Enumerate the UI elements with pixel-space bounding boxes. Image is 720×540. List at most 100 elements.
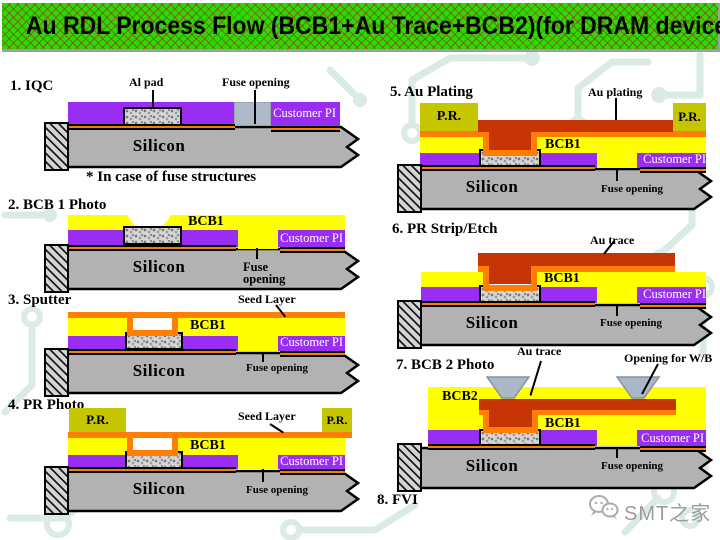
bcb1-layer xyxy=(178,318,345,336)
step8-label: 8. FVI xyxy=(377,492,418,508)
bcb1-layer xyxy=(420,137,483,153)
fuse-opening-label: Fuse xyxy=(243,260,268,274)
bcb1-layer xyxy=(421,272,483,287)
bcb1-layer xyxy=(178,438,345,455)
bcb1-label: BCB1 xyxy=(545,416,581,431)
fuse-pointer-line xyxy=(262,469,264,482)
au-trace-label: Au trace xyxy=(517,344,562,358)
wechat-icon xyxy=(589,495,619,519)
seed-layer xyxy=(420,131,706,137)
wafer-edge-hatch xyxy=(44,244,69,293)
silicon-label: Silicon xyxy=(132,136,186,155)
au-plating-pointer-line xyxy=(615,98,617,120)
fuse-opening-block xyxy=(234,102,271,126)
customer-pi-label: Customer PI xyxy=(280,454,343,468)
bcb1-label: BCB1 xyxy=(544,271,580,286)
silicon-label: Silicon xyxy=(132,479,186,498)
fuse-opening-label: Fuse opening xyxy=(601,183,664,195)
bcb1-layer xyxy=(537,272,706,287)
fuse-opening-label: Fuse opening xyxy=(601,460,664,472)
customer-pi-layer xyxy=(637,151,706,168)
au-trace-dip xyxy=(489,408,532,427)
pr-block-right: P.R. xyxy=(322,408,352,432)
seed-layer-dip xyxy=(483,131,537,156)
seed-layer xyxy=(68,312,345,318)
au-trace-dip xyxy=(489,264,531,284)
watermark-text: SMT之家 xyxy=(624,503,712,525)
fuse-pointer-line xyxy=(256,248,258,259)
seed-layer-label: Seed Layer xyxy=(238,292,296,306)
wafer-edge-hatch xyxy=(44,122,69,171)
passivation-line xyxy=(420,165,595,171)
fuse-opening-label: opening xyxy=(243,272,286,286)
fuse-pointer-line xyxy=(254,90,256,124)
seed-layer xyxy=(68,432,352,438)
slide-title: Au RDL Process Flow (BCB1+Au Trace+BCB2)… xyxy=(25,11,720,40)
bcb1-layer xyxy=(68,438,127,455)
fuse-pointer-line xyxy=(616,447,618,458)
customer-pi-label: Customer PI xyxy=(641,431,704,445)
customer-pi-label: Customer PI xyxy=(280,231,343,245)
funnel-opening-left xyxy=(486,376,531,399)
customer-pi-label: Customer PI xyxy=(273,106,336,120)
pr-block-left: P.R. xyxy=(69,408,126,432)
bcb1-layer xyxy=(68,318,127,336)
passivation-line xyxy=(640,303,706,309)
au-trace-layer xyxy=(478,253,675,266)
wafer-edge-hatch xyxy=(397,164,422,213)
wafer-edge-hatch xyxy=(44,348,69,397)
passivation-line xyxy=(640,167,706,173)
seed-layer-dip xyxy=(127,312,178,336)
customer-pi-layer xyxy=(637,286,706,303)
step4-label: 4. PR Photo xyxy=(8,397,85,413)
passivation-line xyxy=(68,245,236,251)
fuse-pointer-line xyxy=(616,168,618,181)
bcb1-fuse-fill xyxy=(238,453,278,470)
step1-label: 1. IQC xyxy=(10,78,54,94)
passivation-line xyxy=(640,446,706,452)
customer-pi-layer xyxy=(278,230,345,247)
step7-label: 7. BCB 2 Photo xyxy=(396,357,495,373)
fuse-opening-label: Fuse opening xyxy=(600,317,663,329)
fuse-opening-label: Fuse opening xyxy=(246,362,309,374)
al-pad-pointer-line xyxy=(152,90,154,109)
silicon-label: Silicon xyxy=(132,257,186,276)
fuse-opening-label: Fuse opening xyxy=(222,75,290,89)
wafer-edge-hatch xyxy=(44,466,69,515)
au-plating-dip xyxy=(489,130,531,150)
seed-layer-dip xyxy=(483,410,538,433)
silicon-label: Silicon xyxy=(132,361,186,380)
seed-layer-label: Seed Layer xyxy=(238,409,296,423)
customer-pi-layer xyxy=(68,102,340,126)
al-pad xyxy=(123,226,182,245)
bcb1-label: BCB1 xyxy=(190,438,226,453)
fuse-structures-note: * In case of fuse structures xyxy=(86,169,257,185)
customer-pi-layer xyxy=(637,430,706,446)
passivation-line xyxy=(68,349,236,355)
bcb2-label: BCB2 xyxy=(442,389,478,404)
customer-pi-label: Customer PI xyxy=(280,335,343,349)
seed-layer-under-trace xyxy=(478,266,675,272)
al-pad-label: Al pad xyxy=(129,75,164,89)
silicon-label: Silicon xyxy=(465,177,519,196)
passivation-line xyxy=(280,351,345,357)
funnel-opening-right xyxy=(616,376,661,399)
au-trace-layer xyxy=(479,399,676,410)
title-bar: Au RDL Process Flow (BCB1+Au Trace+BCB2)… xyxy=(2,3,720,52)
step3-label: 3. Sputter xyxy=(8,292,72,308)
passivation-line xyxy=(68,124,235,130)
bcb1-fuse-fill xyxy=(238,334,278,351)
bcb1-fuse-fill xyxy=(597,430,637,446)
seed-layer-dip xyxy=(127,432,178,456)
silicon-label: Silicon xyxy=(465,313,519,332)
bcb1-layer xyxy=(537,137,706,153)
opening-wb-label: Opening for W/B xyxy=(624,351,713,365)
customer-pi-label: Customer PI xyxy=(643,287,706,301)
pr-block-right: P.R. xyxy=(673,103,706,131)
wafer-edge-hatch xyxy=(397,443,422,492)
bcb1-fuse-fill xyxy=(597,286,637,303)
bcb1-fuse-fill xyxy=(597,151,637,168)
seed-layer-dip xyxy=(483,266,537,291)
customer-pi-label: Customer PI xyxy=(643,152,706,166)
